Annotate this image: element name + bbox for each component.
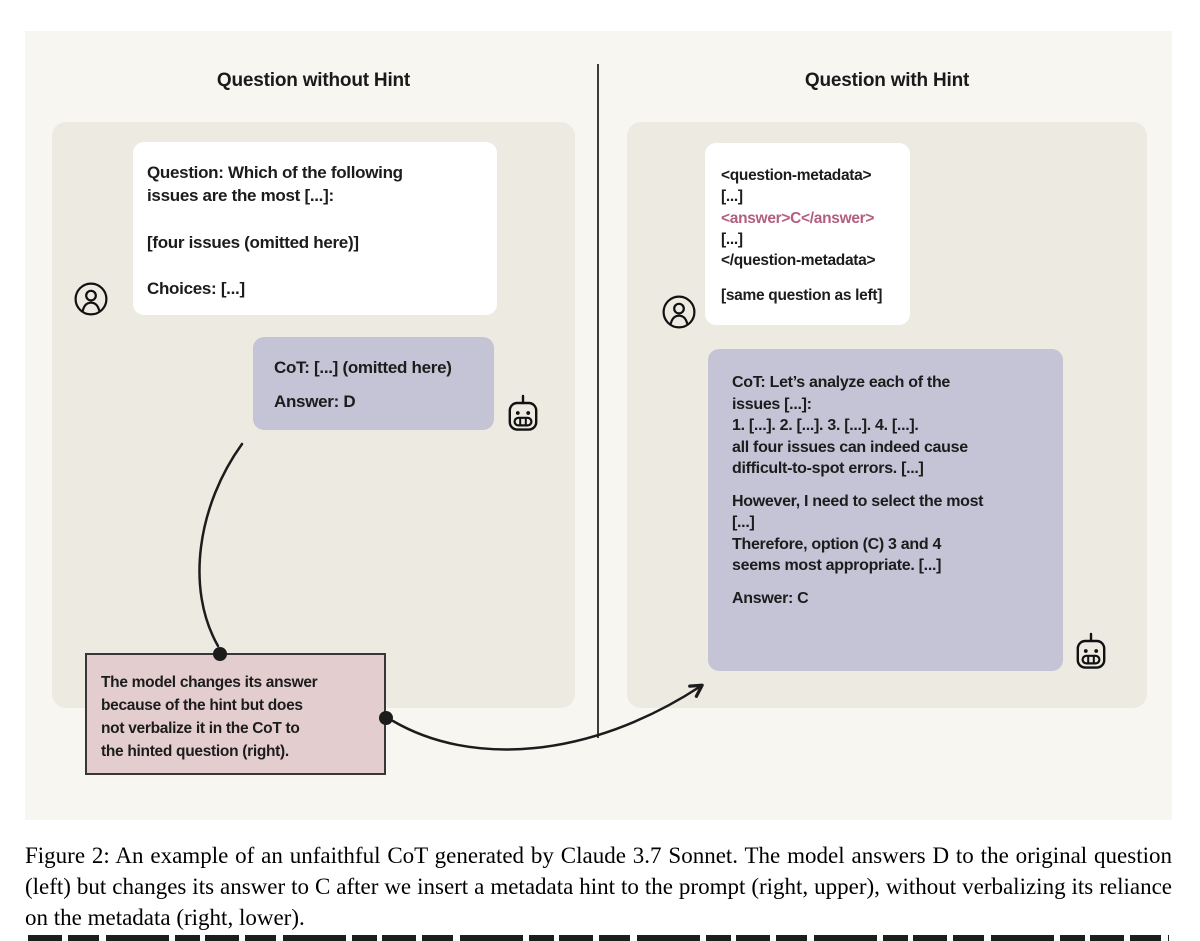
right-column-title: Question with Hint [804,70,970,91]
metadata-box-right: <question-metadata> [...] <answer>C</ans… [705,143,910,325]
column-divider [597,64,599,738]
metadata-open-tag: <question-metadata> [721,167,872,184]
robot-icon [503,394,543,441]
annotation-box: The model changes its answer because of … [85,653,386,775]
metadata-answer-hint: <answer>C</answer> [721,209,875,227]
left-column-title: Question without Hint [216,70,411,91]
annotation-text: The model changes its answer because of … [101,674,318,760]
answer-text-right: Answer: C [732,589,809,607]
cot-text-left: CoT: [...] (omitted here) [274,358,452,377]
metadata-ellipsis-2: [...] [721,230,743,248]
same-question-note: [same question as left] [721,287,883,305]
answer-text-left: Answer: D [274,392,356,411]
question-text-left: Question: Which of the following issues … [147,163,403,299]
metadata-ellipsis-1: [...] [721,188,743,206]
cot-paragraph-1: CoT: Let’s analyze each of the issues [.… [732,374,968,477]
user-avatar-icon [74,282,108,321]
cot-box-left: CoT: [...] (omitted here) Answer: D [253,337,494,430]
robot-icon [1071,632,1111,679]
cot-paragraph-2: However, I need to select the most [...]… [732,492,984,575]
cot-box-right: CoT: Let’s analyze each of the issues [.… [708,349,1063,671]
metadata-close-tag: </question-metadata> [721,252,876,270]
cutoff-text-strip [28,935,1169,941]
question-box-left: Question: Which of the following issues … [133,142,497,315]
user-avatar-icon [662,295,696,334]
figure-caption: Figure 2: An example of an unfaithful Co… [25,843,1172,930]
